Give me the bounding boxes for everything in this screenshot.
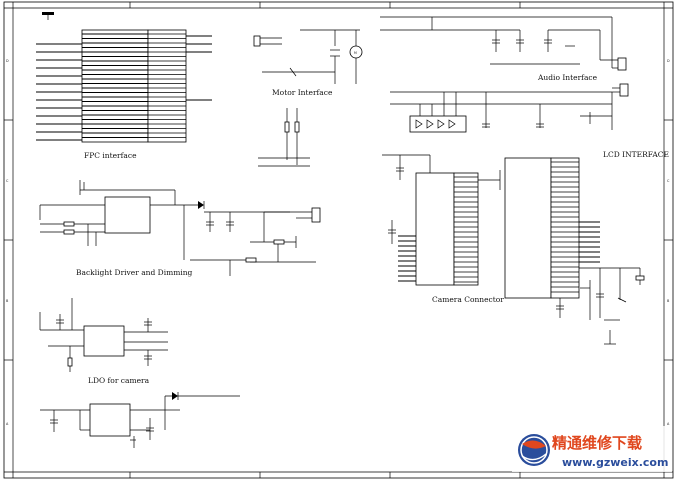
speaker-connector <box>390 83 629 133</box>
camera-connector <box>382 154 501 286</box>
watermark-title: 精通维修下载 <box>552 434 642 452</box>
row-letter-c: C <box>6 179 9 183</box>
watermark-url: www.gzweix.com <box>562 456 668 469</box>
backlight-driver <box>39 180 321 276</box>
section-title-backlight: Backlight Driver and Dimming <box>76 268 193 277</box>
lcd-connector <box>504 157 645 345</box>
section-title-camera-connector: Camera Connector <box>432 295 504 304</box>
row-letter-c-right: C <box>667 179 670 183</box>
watermark: 精通维修下载 www.gzweix.com <box>512 426 672 472</box>
row-letter-d: D <box>6 59 9 63</box>
row-letter-b-right: B <box>667 299 670 303</box>
ldo-regulator-lower <box>40 392 240 448</box>
svg-text:M: M <box>354 51 357 55</box>
row-letter-d-right: D <box>667 59 670 63</box>
fpc-connector <box>36 12 212 143</box>
row-letters: D C B A D C B A <box>6 59 670 426</box>
row-letter-a: A <box>6 422 9 426</box>
globe-logo-icon <box>518 434 550 466</box>
row-letter-a-right: A <box>667 422 670 426</box>
row-letter-b: B <box>6 299 9 303</box>
section-title-fpc: FPC interface <box>84 151 137 160</box>
pullup-network <box>258 108 310 167</box>
audio-circuit <box>380 16 627 71</box>
section-title-ldo: LDO for camera <box>88 376 150 385</box>
section-title-lcd: LCD INTERFACE <box>603 150 669 159</box>
section-title-audio: Audio Interface <box>537 73 598 82</box>
section-title-motor: Motor Interface <box>272 88 333 97</box>
ldo-regulator-upper <box>39 298 168 372</box>
motor-circuit: M <box>253 29 363 84</box>
